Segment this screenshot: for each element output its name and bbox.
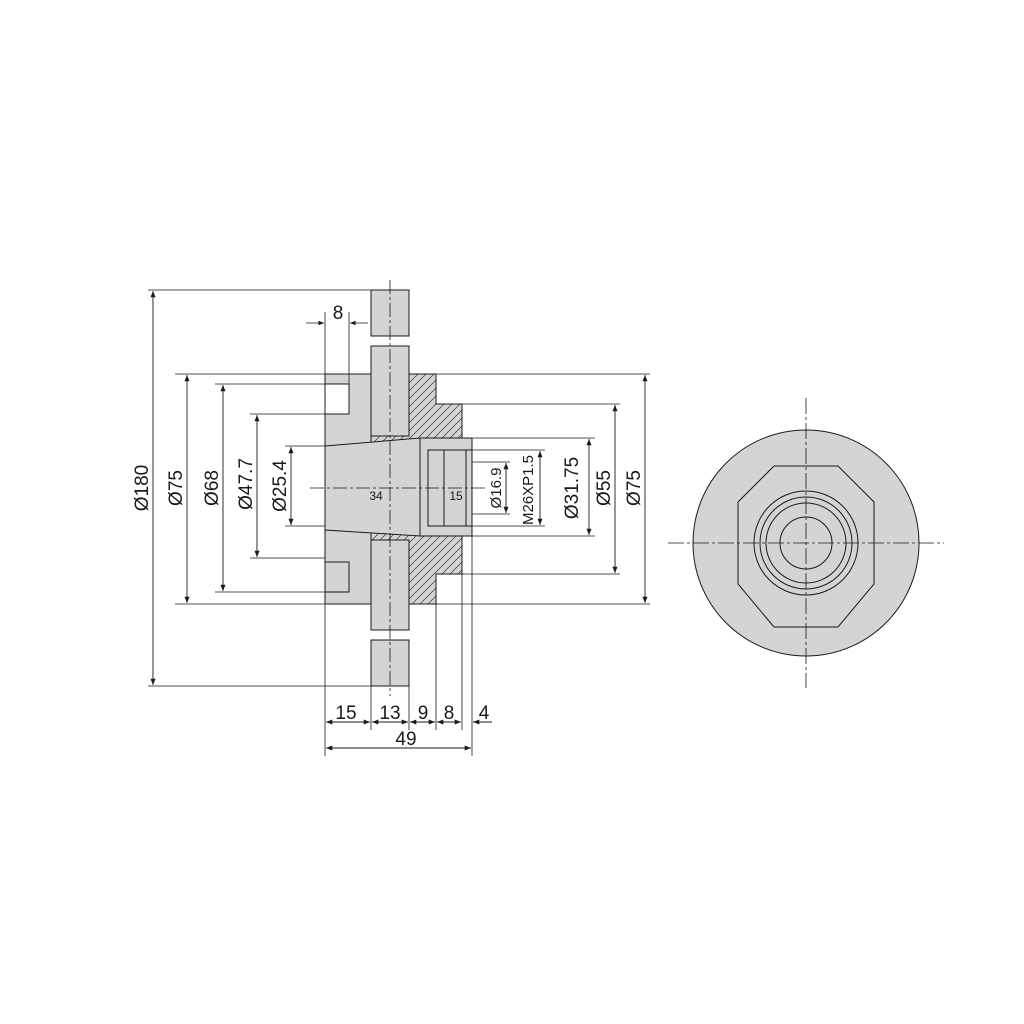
dim-thread: M26XP1.5	[520, 455, 537, 525]
front-view	[668, 398, 944, 688]
dim-d180: Ø180	[132, 465, 153, 511]
right-dimension-lines	[503, 375, 648, 603]
dim-d31: Ø31.75	[562, 457, 583, 519]
top-dimension	[306, 312, 368, 384]
dim-d16: Ø16.9	[488, 468, 505, 509]
dim-d55: Ø55	[594, 470, 615, 506]
dim-bottom-9: 9	[418, 703, 429, 724]
label-34: 34	[369, 489, 383, 503]
dim-d68: Ø68	[202, 470, 223, 506]
bottom-dimension-lines	[326, 719, 492, 751]
bottom-pocket	[324, 561, 350, 593]
dim-d75-left: Ø75	[166, 470, 187, 506]
dim-bottom-8: 8	[444, 703, 455, 724]
left-extension-lines	[148, 289, 371, 687]
label-15: 15	[449, 489, 463, 503]
dim-d75-right: Ø75	[624, 470, 645, 506]
dim-top-8: 8	[333, 303, 344, 324]
dim-total-49: 49	[395, 729, 416, 750]
section-view	[310, 280, 485, 696]
dim-bottom-4: 4	[479, 703, 490, 724]
dim-d25: Ø25.4	[270, 460, 291, 512]
taper-bore	[324, 437, 421, 537]
left-dimension-lines	[150, 291, 294, 685]
dim-bottom-13: 13	[379, 703, 400, 724]
dim-d47: Ø47.7	[236, 458, 257, 510]
top-pocket	[324, 383, 350, 415]
dim-bottom-15: 15	[335, 703, 356, 724]
bottom-extension-lines	[324, 536, 473, 756]
